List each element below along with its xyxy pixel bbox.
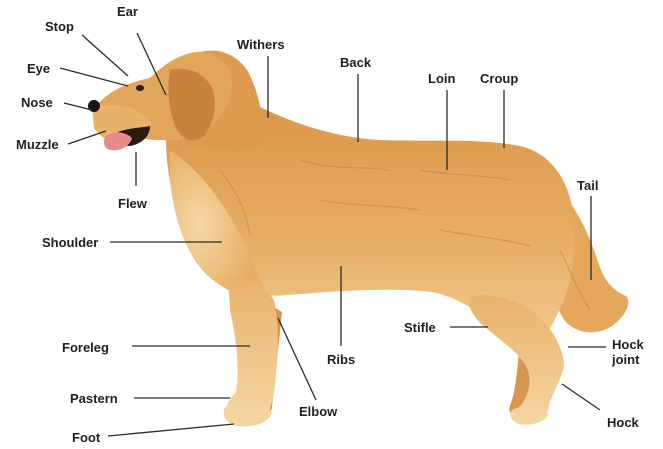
- label-stop: Stop: [45, 19, 74, 34]
- label-foreleg: Foreleg: [62, 340, 109, 355]
- label-croup: Croup: [480, 71, 518, 86]
- label-ribs: Ribs: [327, 352, 355, 367]
- label-hock-joint: Hock joint: [612, 337, 644, 367]
- label-eye: Eye: [27, 61, 50, 76]
- label-hock-joint-line2: joint: [612, 352, 639, 367]
- tongue-shape: [104, 132, 132, 150]
- label-flew: Flew: [118, 196, 147, 211]
- label-tail: Tail: [577, 178, 598, 193]
- label-foot: Foot: [72, 430, 100, 445]
- label-nose: Nose: [21, 95, 53, 110]
- label-stifle: Stifle: [404, 320, 436, 335]
- label-pastern: Pastern: [70, 391, 118, 406]
- label-ear: Ear: [117, 4, 138, 19]
- label-loin: Loin: [428, 71, 455, 86]
- front-leg-shape: [227, 278, 278, 422]
- label-shoulder: Shoulder: [42, 235, 98, 250]
- nose-icon: [88, 100, 100, 112]
- label-hock-joint-line1: Hock: [612, 337, 644, 352]
- label-muzzle: Muzzle: [16, 137, 59, 152]
- label-elbow: Elbow: [299, 404, 337, 419]
- label-hock: Hock: [607, 415, 639, 430]
- label-back: Back: [340, 55, 371, 70]
- label-withers: Withers: [237, 37, 285, 52]
- eye-icon: [136, 85, 144, 91]
